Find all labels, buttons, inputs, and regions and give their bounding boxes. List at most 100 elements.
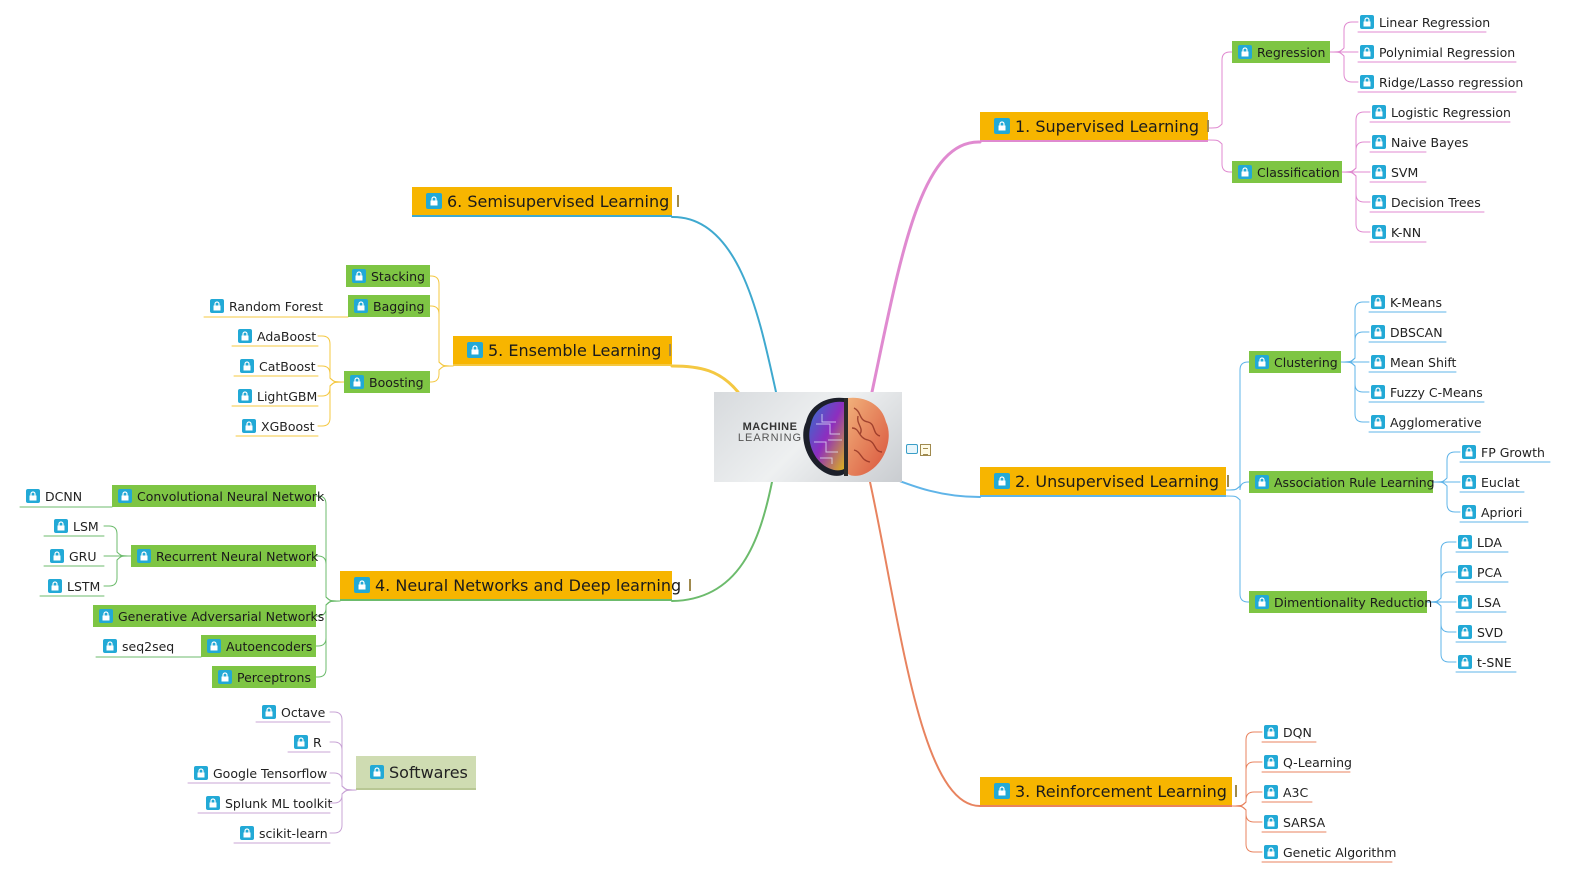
subtopic-clustering[interactable]: Clustering — [1249, 351, 1341, 373]
topic-ensemble[interactable]: 5. Ensemble Learning — [453, 336, 672, 366]
leaf-dimred-3[interactable]: SVD — [1456, 622, 1505, 642]
lock-icon — [1255, 595, 1269, 609]
leaf-clustering-2[interactable]: Mean Shift — [1369, 352, 1458, 372]
lock-icon — [1462, 475, 1476, 489]
lock-icon — [354, 299, 368, 313]
leaf-classification-1[interactable]: Naive Bayes — [1370, 132, 1470, 152]
leaf-ensemble-2-3[interactable]: XGBoost — [240, 416, 317, 436]
leaf-reinforcement-1[interactable]: Q-Learning — [1262, 752, 1354, 772]
leaf-classification-0[interactable]: Logistic Regression — [1370, 102, 1513, 122]
subtopic-neural-3[interactable]: Autoencoders — [201, 635, 316, 657]
floating-topic-softwares[interactable]: Softwares — [356, 756, 476, 790]
leaf-neural-0-0[interactable]: DCNN — [24, 486, 84, 506]
subtopic-ensemble-0-label: Stacking — [371, 268, 425, 284]
central-topic-image[interactable]: MACHINE LEARNING — [714, 392, 902, 482]
leaf-neural-1-1-label: GRU — [69, 548, 97, 564]
lock-icon — [1462, 505, 1476, 519]
leaf-software-4[interactable]: scikit-learn — [238, 823, 330, 843]
topic-reinforcement-label: 3. Reinforcement Learning — [1015, 781, 1227, 801]
subtopic-ensemble-0[interactable]: Stacking — [346, 265, 430, 287]
leaf-ensemble-2-1[interactable]: CatBoost — [238, 356, 318, 376]
leaf-dimred-2[interactable]: LSA — [1456, 592, 1503, 612]
subtopic-neural-2[interactable]: Generative Adversarial Networks — [93, 605, 324, 627]
leaf-software-1[interactable]: R — [292, 732, 324, 752]
branch-line — [315, 600, 341, 678]
leaf-software-0[interactable]: Octave — [260, 702, 327, 722]
subtopic-regression[interactable]: Regression — [1232, 41, 1330, 63]
leaf-clustering-3[interactable]: Fuzzy C-Means — [1369, 382, 1485, 402]
leaf-clustering-0[interactable]: K-Means — [1369, 292, 1444, 312]
lock-icon — [994, 473, 1010, 489]
leaf-ensemble-1-0[interactable]: Random Forest — [208, 296, 325, 316]
note-icon[interactable] — [669, 344, 672, 356]
leaf-classification-3[interactable]: Decision Trees — [1370, 192, 1483, 212]
topic-supervised[interactable]: 1. Supervised Learning — [980, 112, 1210, 142]
leaf-regression-2[interactable]: Ridge/Lasso regression — [1358, 72, 1525, 92]
leaf-ensemble-2-0[interactable]: AdaBoost — [236, 326, 318, 346]
leaf-ensemble-1-0-label: Random Forest — [229, 298, 324, 314]
topic-neural[interactable]: 4. Neural Networks and Deep learning — [340, 571, 692, 601]
leaf-reinforcement-4[interactable]: Genetic Algorithm — [1262, 842, 1398, 862]
leaf-neural-1-2-label: LSTM — [67, 578, 101, 594]
note-icon[interactable] — [1227, 475, 1230, 487]
leaf-association-2[interactable]: Apriori — [1460, 502, 1524, 522]
leaf-reinforcement-3[interactable]: SARSA — [1262, 812, 1327, 832]
leaf-dimred-0[interactable]: LDA — [1456, 532, 1504, 552]
leaf-neural-1-2[interactable]: LSTM — [46, 576, 102, 596]
lock-icon — [1458, 625, 1472, 639]
leaf-classification-2[interactable]: SVM — [1370, 162, 1420, 182]
leaf-classification-4[interactable]: K-NN — [1370, 222, 1423, 242]
leaf-ensemble-2-2[interactable]: LightGBM — [236, 386, 319, 406]
note-icon[interactable] — [689, 579, 692, 591]
topic-unsupervised-label: 2. Unsupervised Learning — [1015, 471, 1220, 491]
branch-line — [1231, 805, 1263, 853]
note-icon[interactable] — [1207, 120, 1210, 132]
subtopic-neural-0[interactable]: Convolutional Neural Network — [112, 485, 324, 507]
subtopic-ensemble-1[interactable]: Bagging — [348, 295, 430, 317]
note-icon[interactable] — [1234, 785, 1237, 797]
lock-icon — [1458, 565, 1472, 579]
leaf-clustering-1[interactable]: DBSCAN — [1369, 322, 1445, 342]
leaf-regression-0[interactable]: Linear Regression — [1358, 12, 1492, 32]
subtopic-dimentionality-reduction[interactable]: Dimentionality Reduction — [1249, 591, 1432, 613]
lock-icon — [294, 735, 308, 749]
note-icon[interactable] — [677, 195, 680, 207]
subtopic-association-rule-learning[interactable]: Association Rule Learning — [1249, 471, 1435, 493]
topic-reinforcement[interactable]: 3. Reinforcement Learning — [980, 777, 1237, 807]
topic-unsupervised[interactable]: 2. Unsupervised Learning — [980, 467, 1230, 497]
lock-icon — [26, 489, 40, 503]
leaf-reinforcement-4-label: Genetic Algorithm — [1283, 844, 1397, 860]
leaf-clustering-4[interactable]: Agglomerative — [1369, 412, 1484, 432]
note-icon[interactable] — [920, 444, 931, 456]
leaf-neural-1-0[interactable]: LSM — [52, 516, 101, 536]
subtopic-classification[interactable]: Classification — [1232, 161, 1342, 183]
subtopic-neural-4[interactable]: Perceptrons — [212, 666, 316, 688]
leaf-classification-0-label: Logistic Regression — [1391, 104, 1511, 120]
leaf-software-2[interactable]: Google Tensorflow — [192, 763, 329, 783]
topic-neural-label: 4. Neural Networks and Deep learning — [375, 575, 682, 595]
central-topic-title: MACHINE LEARNING — [730, 422, 810, 444]
branch-line — [1432, 481, 1461, 513]
leaf-neural-1-1[interactable]: GRU — [48, 546, 99, 566]
leaf-clustering-4-label: Agglomerative — [1390, 414, 1482, 430]
leaf-classification-1-label: Naive Bayes — [1391, 134, 1469, 150]
leaf-reinforcement-2[interactable]: A3C — [1262, 782, 1310, 802]
leaf-reinforcement-0[interactable]: DQN — [1262, 722, 1314, 742]
subtopic-neural-1[interactable]: Recurrent Neural Network — [131, 545, 318, 567]
lock-icon — [1264, 845, 1278, 859]
comment-icon[interactable] — [906, 444, 918, 454]
leaf-dimred-1[interactable]: PCA — [1456, 562, 1504, 582]
leaf-regression-1[interactable]: Polynimial Regression — [1358, 42, 1517, 62]
leaf-software-3[interactable]: Splunk ML toolkit — [204, 793, 334, 813]
leaf-association-0[interactable]: FP Growth — [1460, 442, 1547, 462]
leaf-reinforcement-3-label: SARSA — [1283, 814, 1326, 830]
leaf-association-1[interactable]: Euclat — [1460, 472, 1522, 492]
topic-semisupervised[interactable]: 6. Semisupervised Learning — [412, 187, 680, 217]
leaf-dimred-4[interactable]: t-SNE — [1456, 652, 1514, 672]
subtopic-ensemble-2[interactable]: Boosting — [344, 371, 430, 393]
leaf-association-2-label: Apriori — [1481, 504, 1523, 520]
subtopic-neural-4-label: Perceptrons — [237, 669, 311, 685]
lock-icon — [137, 549, 151, 563]
leaf-neural-3-0[interactable]: seq2seq — [101, 636, 176, 656]
leaf-software-0-label: Octave — [281, 704, 326, 720]
